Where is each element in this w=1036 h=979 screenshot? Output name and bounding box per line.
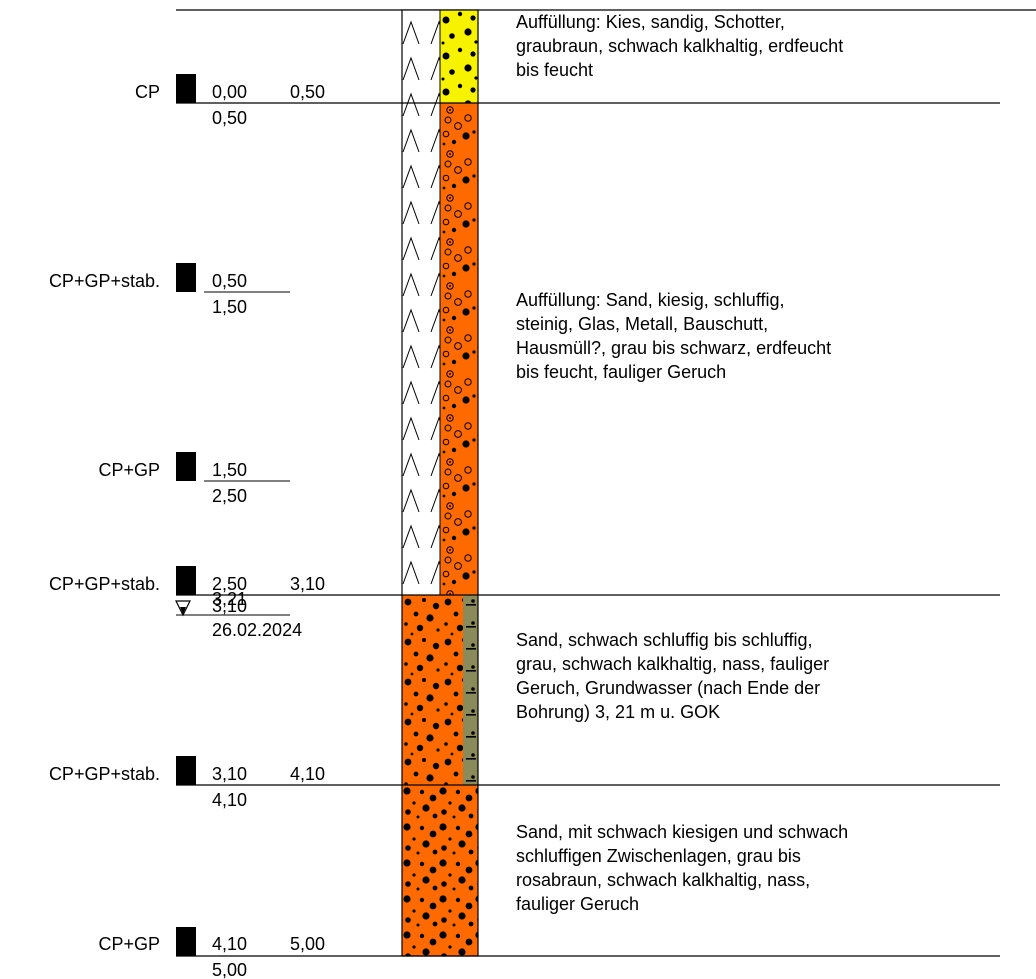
sample-top: 1,50 — [212, 460, 247, 480]
layer-3-silt-pattern — [463, 595, 478, 785]
sample-label: CP+GP+stab. — [49, 574, 160, 594]
sample-5: CP+GP+stab. 3,10 4,10 — [49, 756, 247, 810]
groundwater-depth-b: 3,10 — [212, 596, 247, 616]
sample-marker-icon — [176, 74, 196, 103]
sample-bottom: 2,50 — [212, 486, 247, 506]
sample-top: 0,00 — [212, 82, 247, 102]
sample-top: 4,10 — [212, 934, 247, 954]
layer-1-bottom-depth: 0,50 — [290, 82, 325, 102]
sample-marker-icon — [176, 263, 196, 292]
layer-2-bottom-depth: 3,10 — [290, 574, 325, 594]
layer-2-band-pattern — [440, 103, 478, 595]
sample-label: CP+GP — [98, 460, 160, 480]
sample-marker-icon — [176, 566, 196, 595]
sample-top: 0,50 — [212, 271, 247, 291]
sample-top: 2,50 — [212, 574, 247, 594]
sample-bottom: 1,50 — [212, 297, 247, 317]
layer-4-band-pattern — [402, 785, 478, 956]
layer-4-description: Sand, mit schwach kiesigen und schwach s… — [516, 822, 853, 914]
borehole-column — [401, 9, 479, 957]
sample-top: 3,10 — [212, 764, 247, 784]
layer-4-bottom-depth: 5,00 — [290, 934, 325, 954]
layer-1-description: Auffüllung: Kies, sandig, Schotter, grau… — [516, 12, 848, 80]
sample-bottom: 0,50 — [212, 108, 247, 128]
layer-2-fill-col-pattern — [402, 103, 440, 595]
groundwater-marker: 3,21 3,10 26.02.2024 — [175, 589, 302, 640]
sample-3: CP+GP 1,50 2,50 — [98, 452, 290, 506]
sample-6: CP+GP 4,10 5,00 — [98, 927, 247, 979]
sample-marker-icon — [176, 756, 196, 785]
sample-1: CP 0,00 0,50 — [135, 74, 247, 128]
sample-marker-icon — [176, 927, 196, 956]
groundwater-triangle-icon — [175, 600, 191, 617]
sample-2: CP+GP+stab. 0,50 1,50 — [49, 263, 290, 317]
sample-label: CP+GP+stab. — [49, 271, 160, 291]
sample-label: CP+GP+stab. — [49, 764, 160, 784]
sample-label: CP — [135, 82, 160, 102]
layer-1-fill-col-pattern — [402, 10, 440, 103]
groundwater-date: 26.02.2024 — [212, 620, 302, 640]
groundwater-depth-a: 3,21 — [212, 589, 247, 609]
sample-marker-icon — [176, 452, 196, 481]
layer-2-description: Auffüllung: Sand, kiesig, schluffig, ste… — [516, 290, 836, 382]
sample-label: CP+GP — [98, 934, 160, 954]
layer-3-bottom-depth: 4,10 — [290, 764, 325, 784]
layer-3-description: Sand, schwach schluffig bis schluffig, g… — [516, 630, 834, 722]
sample-bottom: 4,10 — [212, 790, 247, 810]
layer-3-band-pattern — [402, 595, 463, 785]
layer-1-band-pattern — [440, 10, 478, 103]
sample-4: CP+GP+stab. 2,50 — [49, 566, 247, 595]
sample-bottom: 5,00 — [212, 960, 247, 979]
